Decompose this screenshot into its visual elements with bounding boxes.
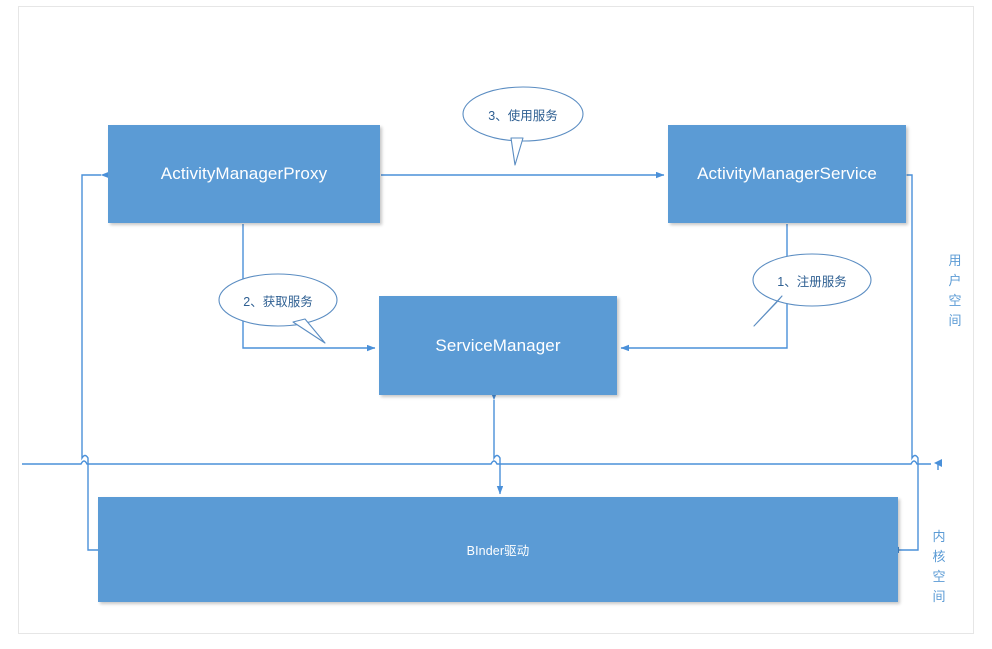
node-label: ServiceManager [435,335,561,355]
side-label-kernel-space: 内核空间 [932,529,946,604]
node-label: ActivityManagerService [697,164,877,183]
node-label: BInder驱动 [466,544,530,558]
node-activity-manager-service[interactable]: ActivityManagerService [668,125,906,223]
node-binder-driver[interactable]: BInder驱动 [98,497,898,602]
node-activity-manager-proxy[interactable]: ActivityManagerProxy [108,125,380,223]
node-label: ActivityManagerProxy [160,164,328,183]
node-service-manager[interactable]: ServiceManager [379,296,617,395]
side-label-user-space: 用户空间 [948,253,962,328]
